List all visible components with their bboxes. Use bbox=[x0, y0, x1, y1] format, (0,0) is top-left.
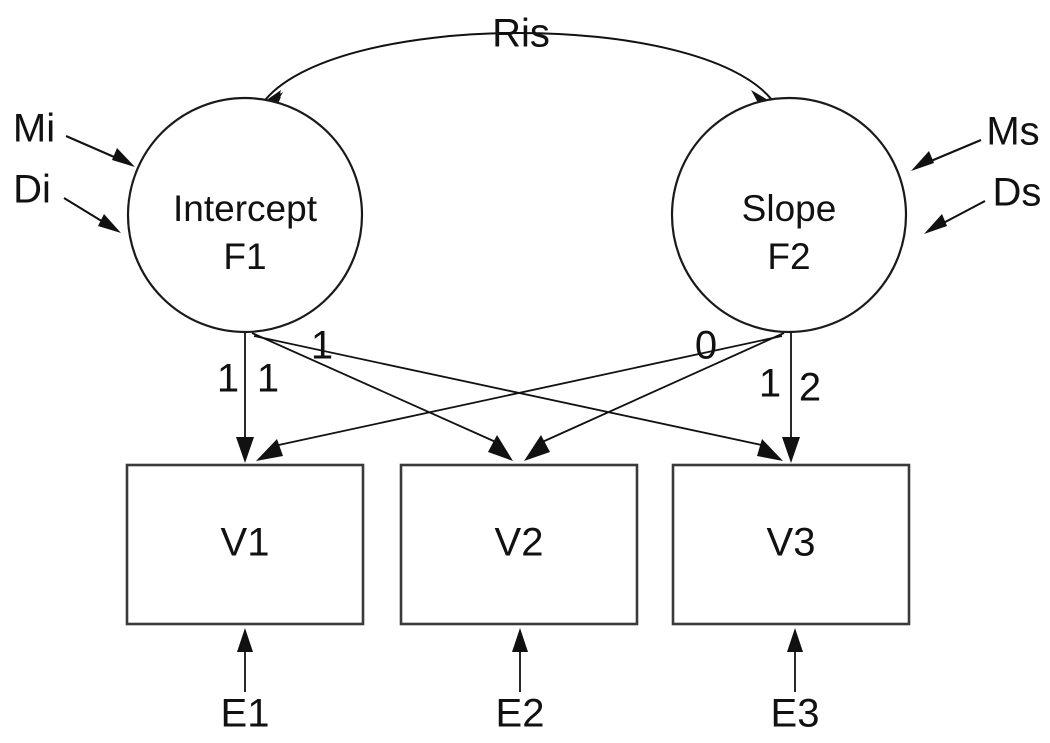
arrowhead-f1-to-v1 bbox=[236, 437, 254, 463]
observed-label-v3: V3 bbox=[767, 521, 816, 565]
latent-label-f1-line2: F1 bbox=[223, 236, 266, 277]
loading-paths-f2 bbox=[256, 332, 800, 463]
loading-label-f2-v1: 0 bbox=[695, 324, 717, 368]
arrowhead-e3-to-v3 bbox=[787, 628, 803, 652]
latent-factor-f2[interactable]: Slope F2 bbox=[670, 96, 908, 334]
covariance-arc-group: Ris bbox=[254, 12, 780, 112]
path-f2-to-v2 bbox=[539, 332, 785, 444]
arrowhead-f1-to-v3 bbox=[757, 439, 783, 461]
loading-label-f2-v3: 2 bbox=[799, 366, 821, 410]
latent-label-f1-line1: Intercept bbox=[173, 188, 318, 229]
loading-label-f1-v3: 1 bbox=[311, 324, 333, 368]
observed-label-v2: V2 bbox=[495, 521, 544, 565]
observed-box-v2[interactable] bbox=[399, 463, 639, 626]
exogenous-f1-group bbox=[63, 135, 135, 233]
arrowhead-e2-to-v2 bbox=[512, 628, 528, 652]
arrowhead-f2-to-v1 bbox=[256, 439, 283, 461]
arrowhead-ms-to-f2 bbox=[911, 151, 934, 171]
exogenous-label-di: Di bbox=[13, 168, 51, 212]
arrowhead-f2-to-v3 bbox=[782, 437, 800, 463]
observed-variable-v3[interactable]: V3 bbox=[671, 463, 911, 626]
path-f2-to-v1 bbox=[273, 335, 783, 447]
exogenous-label-ms: Ms bbox=[986, 110, 1039, 154]
arrowhead-f2-to-v2 bbox=[524, 435, 550, 461]
covariance-arc-path bbox=[261, 32, 773, 105]
arrowhead-f1-to-v2 bbox=[488, 435, 513, 461]
latent-label-f2-line2: F2 bbox=[767, 236, 810, 277]
loading-paths-f1 bbox=[236, 332, 783, 463]
exogenous-labels-group: Mi Di Ms Ds bbox=[13, 107, 1042, 215]
residual-label-e1: E1 bbox=[221, 692, 270, 736]
loading-labels-group: 1 1 1 0 1 2 bbox=[217, 324, 821, 410]
arrowhead-mi-to-f1 bbox=[112, 148, 135, 167]
residual-label-e3: E3 bbox=[771, 692, 820, 736]
exogenous-label-mi: Mi bbox=[13, 107, 55, 151]
loading-label-f2-v2: 1 bbox=[759, 362, 781, 406]
exogenous-f2-group bbox=[911, 139, 986, 234]
latent-circle-f2[interactable] bbox=[670, 96, 908, 334]
arrowhead-di-to-f1 bbox=[98, 214, 121, 233]
exogenous-label-ds: Ds bbox=[993, 171, 1042, 215]
residual-label-e2: E2 bbox=[496, 692, 545, 736]
loading-label-f1-v1: 1 bbox=[217, 357, 239, 401]
observed-box-v1[interactable] bbox=[125, 463, 365, 626]
loading-label-f1-v2: 1 bbox=[257, 357, 279, 401]
observed-variable-v1[interactable]: V1 bbox=[125, 463, 365, 626]
latent-label-f2-line1: Slope bbox=[742, 188, 837, 229]
latent-circle-f1[interactable] bbox=[126, 96, 364, 334]
covariance-label: Ris bbox=[492, 12, 550, 56]
latent-factor-f1[interactable]: Intercept F1 bbox=[126, 96, 364, 334]
residual-labels-group: E1 E2 E3 bbox=[221, 692, 820, 736]
arrowhead-ds-to-f2 bbox=[924, 214, 947, 234]
observed-box-v3[interactable] bbox=[671, 463, 911, 626]
observed-variable-v2[interactable]: V2 bbox=[399, 463, 639, 626]
path-f1-to-v2 bbox=[251, 332, 499, 444]
arrowhead-e1-to-v1 bbox=[237, 628, 253, 652]
observed-label-v1: V1 bbox=[221, 521, 270, 565]
path-f1-to-v3 bbox=[253, 335, 767, 447]
residual-paths-group bbox=[237, 628, 803, 692]
